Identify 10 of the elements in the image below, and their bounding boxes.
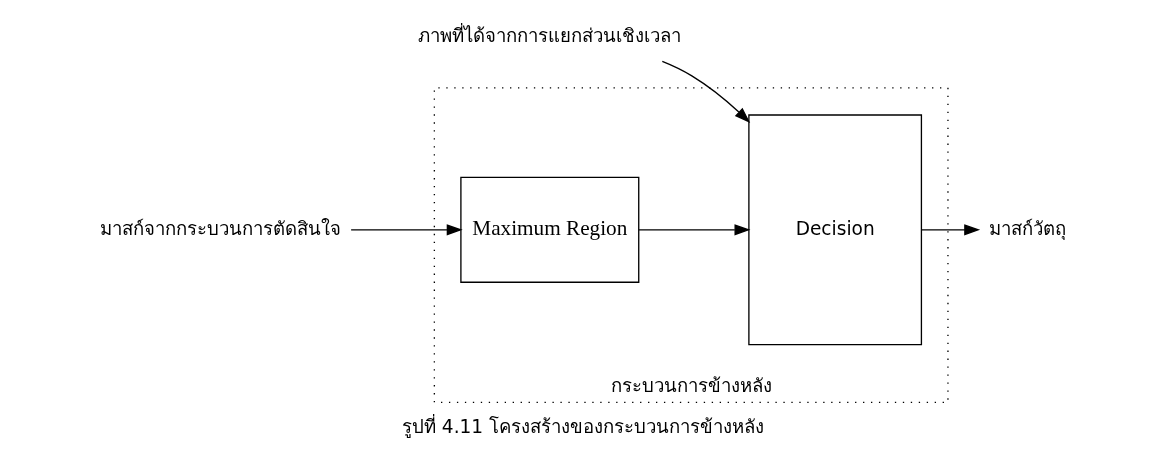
node-text: มาสก์วัตถุ — [989, 217, 1067, 239]
arrow — [638, 224, 751, 236]
node-text: ภาพที่ได้จากการแยกส่วนเชิงเวลา — [418, 25, 682, 47]
caption: รูปที่ 4.11 โครงสร้างของกระบวนการข้างหลัง — [401, 416, 765, 438]
arrow — [350, 224, 463, 236]
node-box: Decision — [748, 114, 923, 346]
arrow — [661, 60, 751, 123]
node-text: มาสก์จากกระบวนการตัดสินใจ — [99, 217, 341, 239]
arrow — [921, 224, 981, 236]
node-box: Maximum Region — [460, 176, 640, 283]
